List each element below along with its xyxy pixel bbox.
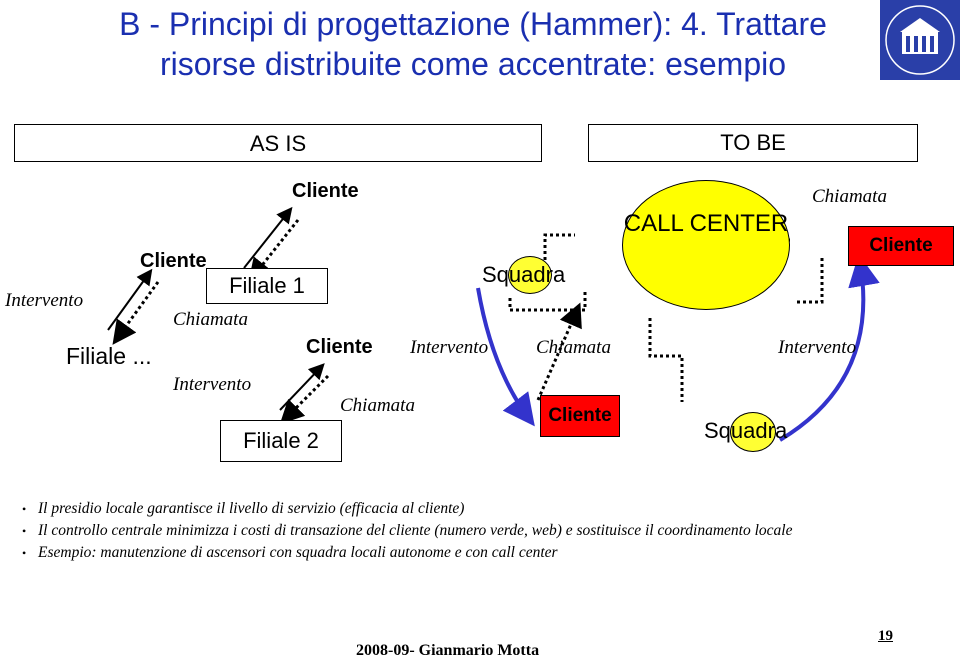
page-number: 19	[878, 628, 893, 644]
intervento-2-label: Intervento	[173, 374, 252, 395]
cliente-1-box: Cliente	[540, 395, 620, 437]
arrow-chiamata-center	[536, 302, 582, 401]
bullet-text: Il controllo centrale minimizza i costi …	[38, 522, 793, 539]
slide-title: B - Principi di progettazione (Hammer): …	[119, 6, 827, 82]
cliente-2-box: Cliente	[848, 226, 954, 266]
connector-squadra1-b	[508, 290, 587, 312]
intervento-1-label: Intervento	[410, 337, 489, 358]
squadra-2-label: Squadra	[704, 418, 788, 443]
call-center-label: CALL CENTER	[623, 210, 789, 237]
cliente-mid-label: Cliente	[306, 336, 373, 358]
bullet-list: • Il presidio locale garantisce il livel…	[22, 498, 922, 564]
bullet-dot-icon: •	[22, 524, 27, 538]
to-be-header: TO BE	[588, 124, 918, 162]
bullet-dot-icon: •	[22, 502, 27, 516]
filiale-2-box: Filiale 2	[220, 420, 342, 462]
intervento-left-label: Intervento	[5, 290, 84, 311]
arrow-intervento-blue-2	[778, 254, 880, 442]
chiamata-mid-label: Chiamata	[536, 337, 611, 358]
university-building-icon	[880, 0, 960, 80]
bullet-text: Il presidio locale garantisce il livello…	[38, 500, 465, 517]
cliente-top-label: Cliente	[292, 180, 359, 202]
bullet-item: • Esempio: manutenzione di ascensori con…	[22, 542, 922, 564]
squadra-1-label: Squadra	[482, 262, 566, 287]
chiamata-1-label: Chiamata	[173, 309, 248, 330]
university-logo	[880, 0, 960, 80]
bullet-text: Esempio: manutenzione di ascensori con s…	[38, 544, 558, 561]
cliente-left-label: Cliente	[140, 250, 207, 272]
bullet-dot-icon: •	[22, 546, 27, 560]
connector-squadra2	[648, 318, 684, 402]
filiale-1-box: Filiale 1	[206, 268, 328, 304]
filiale-left-label: Filiale ...	[66, 343, 152, 369]
footer-author: 2008-09- Gianmario Motta	[356, 642, 540, 659]
arrow-chiamata-filiale2	[279, 374, 330, 425]
chiamata-top-label: Chiamata	[812, 186, 887, 207]
call-center-circle	[622, 180, 790, 310]
as-is-header: AS IS	[14, 124, 542, 162]
intervento-2-to-be-label: Intervento	[778, 337, 857, 358]
bullet-item: • Il presidio locale garantisce il livel…	[22, 498, 922, 520]
bullet-item: • Il controllo centrale minimizza i cost…	[22, 520, 922, 542]
connector-cliente2	[796, 258, 824, 304]
chiamata-2-label: Chiamata	[340, 395, 415, 416]
arrow-intervento-blue-1	[476, 287, 535, 427]
connector-squadra1	[543, 233, 575, 260]
squadra-2-circle	[730, 412, 776, 452]
squadra-1-circle	[508, 256, 552, 294]
